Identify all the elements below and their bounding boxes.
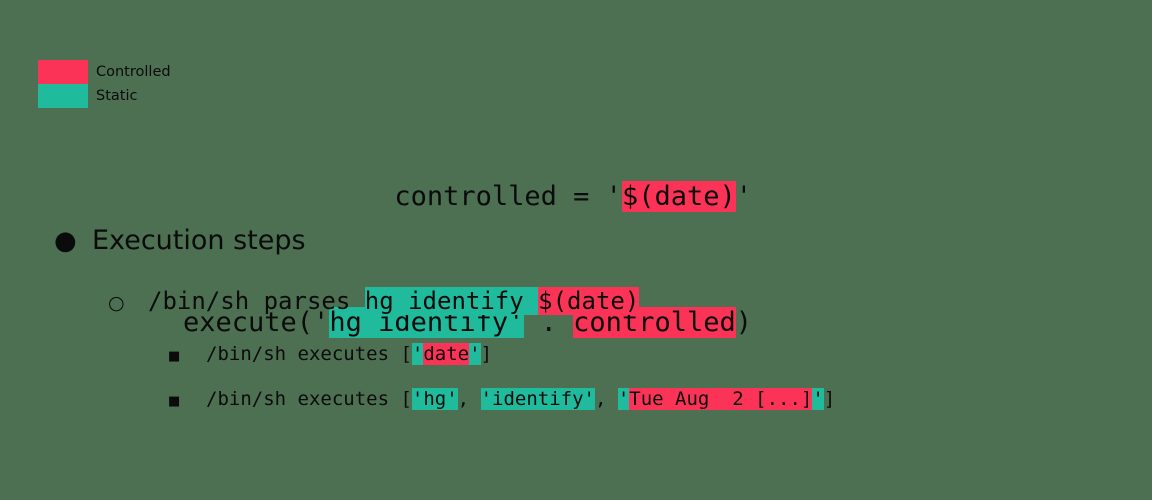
list-item-level3: ■ /bin/sh executes ['hg', 'identify', 'T…: [0, 385, 1152, 413]
code-block: controlled = '$(date)' execute('hg ident…: [0, 92, 752, 386]
bullet-square-icon: ■: [168, 394, 181, 409]
legend-swatch-controlled: [38, 60, 88, 84]
highlight-static: hg identify: [364, 287, 539, 315]
list-item-label: Execution steps: [92, 225, 306, 256]
bullet-square-icon: ■: [168, 349, 181, 364]
list-item-level1: ● Execution steps: [0, 222, 1152, 260]
code-text: ]: [480, 343, 493, 365]
list-item-label: /bin/sh executes ['date']: [206, 340, 492, 368]
list-item-label: /bin/sh executes ['hg', 'identify', 'Tue…: [206, 385, 835, 413]
legend-swatch-static: [38, 84, 88, 108]
highlight-controlled: date: [423, 343, 470, 365]
highlight-static: 'hg': [411, 388, 458, 410]
highlight-static: ': [812, 388, 824, 410]
highlight-static: ': [411, 343, 424, 365]
highlight-controlled: $(date): [538, 287, 640, 315]
highlight-static: ': [617, 388, 630, 410]
code-text: ': [735, 181, 752, 212]
list-item-label: /bin/sh parses hg identify $(date): [148, 284, 640, 318]
code-text: /bin/sh executes [: [206, 388, 412, 410]
legend: Controlled Static: [38, 60, 171, 108]
list-item-level3: ■ /bin/sh executes ['date']: [0, 340, 1152, 368]
code-text: /bin/sh parses: [148, 287, 365, 315]
highlight-controlled: $(date): [621, 181, 736, 212]
code-text: controlled = ': [394, 181, 622, 212]
legend-item-controlled: Controlled: [38, 60, 171, 84]
code-text: /bin/sh executes [: [206, 343, 412, 365]
code-line: controlled = '$(date)': [0, 176, 752, 218]
highlight-controlled: Tue Aug 2 [...]: [629, 388, 813, 410]
code-text: ): [735, 307, 752, 338]
highlight-static: ': [469, 343, 481, 365]
legend-label-controlled: Controlled: [96, 63, 171, 80]
code-text: ,: [457, 388, 481, 410]
legend-label-static: Static: [96, 87, 138, 104]
code-text: ]: [823, 388, 836, 410]
list-item-level2: ○ /bin/sh parses hg identify $(date): [0, 284, 1152, 318]
outline-list: ● Execution steps ○ /bin/sh parses hg id…: [0, 222, 1152, 430]
highlight-static: 'identify': [480, 388, 595, 410]
legend-item-static: Static: [38, 84, 171, 108]
code-text: execute(': [183, 307, 330, 338]
bullet-circle-icon: ○: [108, 292, 125, 314]
bullet-disc-icon: ●: [54, 226, 77, 256]
code-text: ,: [594, 388, 618, 410]
